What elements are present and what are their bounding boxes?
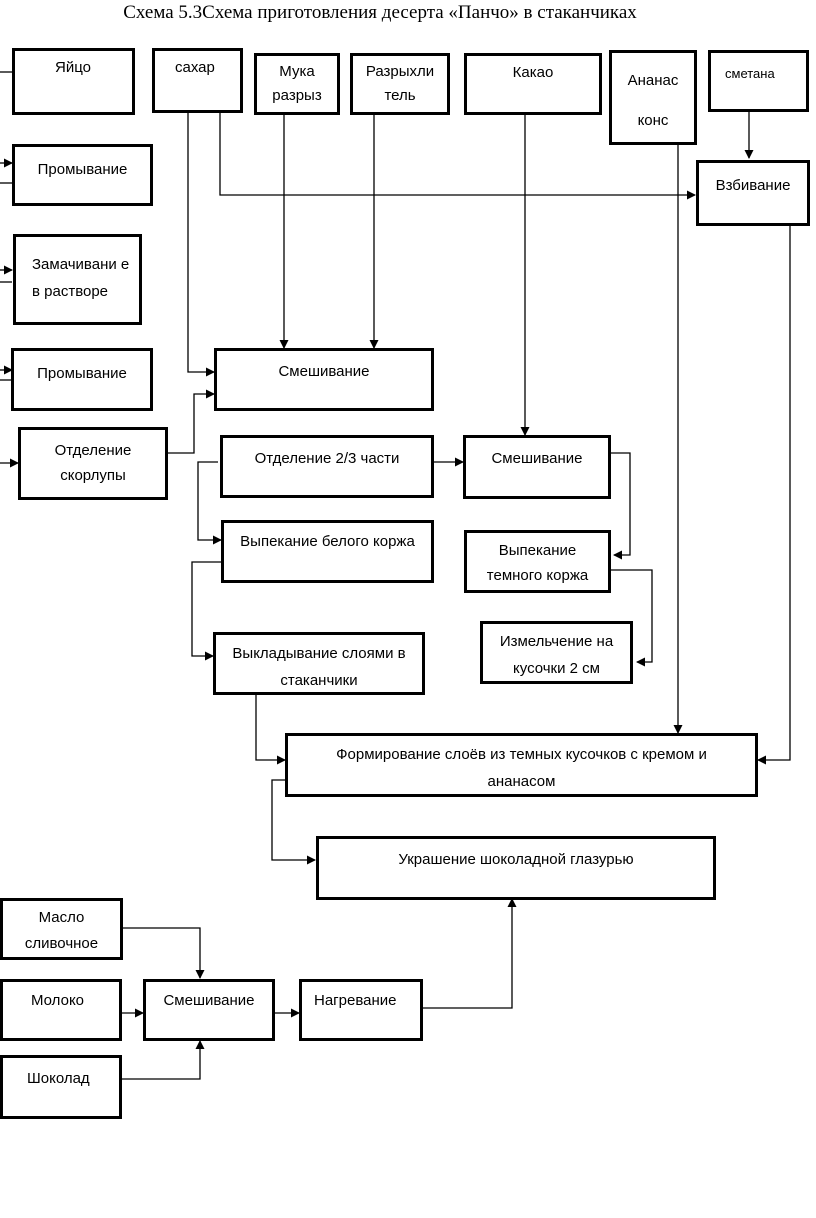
arrow-heat-to-decorate — [423, 898, 517, 1009]
arrow-bakewhite-to-cups — [191, 561, 221, 661]
arrow-chocolate-to-mix — [122, 1040, 205, 1080]
arrow-bakedark-to-chop — [611, 569, 653, 667]
step-bake-white-layer: Выпекание белого коржа — [221, 520, 434, 583]
ingredient-cocoa: Какао — [464, 53, 602, 115]
step-glaze-mixing: Смешивание — [143, 979, 275, 1041]
ingredient-leavening: Разрыхли тель — [350, 53, 450, 115]
arrow-shell-to-mix — [168, 389, 215, 454]
ingredient-flour: Мука разрыз — [254, 53, 340, 115]
step-wash-1: Промывание — [12, 144, 153, 206]
step-decorate-glaze: Украшение шоколадной глазурью — [316, 836, 716, 900]
arrow-layers-to-decorate — [271, 779, 316, 865]
step-bake-dark-layer: Выпекание темного коржа — [464, 530, 611, 593]
arrow-separate-to-bakewhite — [197, 461, 222, 545]
step-heating: Нагревание — [299, 979, 423, 1041]
step-chop-pieces: Измельчение на кусочки 2 см — [480, 621, 633, 684]
step-wash-2: Промывание — [11, 348, 153, 411]
step-separate-two-thirds: Отделение 2/3 части — [220, 435, 434, 498]
step-soak: Замачивани е в растворе — [13, 234, 142, 325]
arrow-butter-to-mix — [122, 927, 205, 979]
ingredient-butter: Масло сливочное — [0, 898, 123, 960]
ingredient-chocolate: Шоколад — [0, 1055, 122, 1119]
arrow-mix2-to-bakedark — [611, 452, 631, 560]
step-form-layers: Формирование слоёв из темных кусочков с … — [285, 733, 758, 797]
step-mixing-2: Смешивание — [463, 435, 611, 499]
step-shell-separation: Отделение скорлупы — [18, 427, 168, 500]
step-layer-in-cups: Выкладывание слоями в стаканчики — [213, 632, 425, 695]
arrow-sugar-to-mix — [187, 111, 218, 377]
diagram-title: Схема 5.3Схема приготовления десерта «Па… — [123, 2, 637, 23]
step-whipping: Взбивание — [696, 160, 810, 226]
ingredient-egg: Яйцо — [12, 48, 135, 115]
arrow-whip-to-layers — [757, 225, 791, 765]
ingredient-sour-cream: сметана — [708, 50, 809, 112]
ingredient-milk: Молоко — [0, 979, 122, 1041]
arrow-sourcream-to-whip — [743, 109, 754, 159]
arrow-cups-to-layers — [255, 694, 286, 765]
step-mixing-1: Смешивание — [214, 348, 434, 411]
ingredient-pineapple: Ананас конс — [609, 50, 697, 145]
ingredient-sugar: сахар — [152, 48, 243, 113]
